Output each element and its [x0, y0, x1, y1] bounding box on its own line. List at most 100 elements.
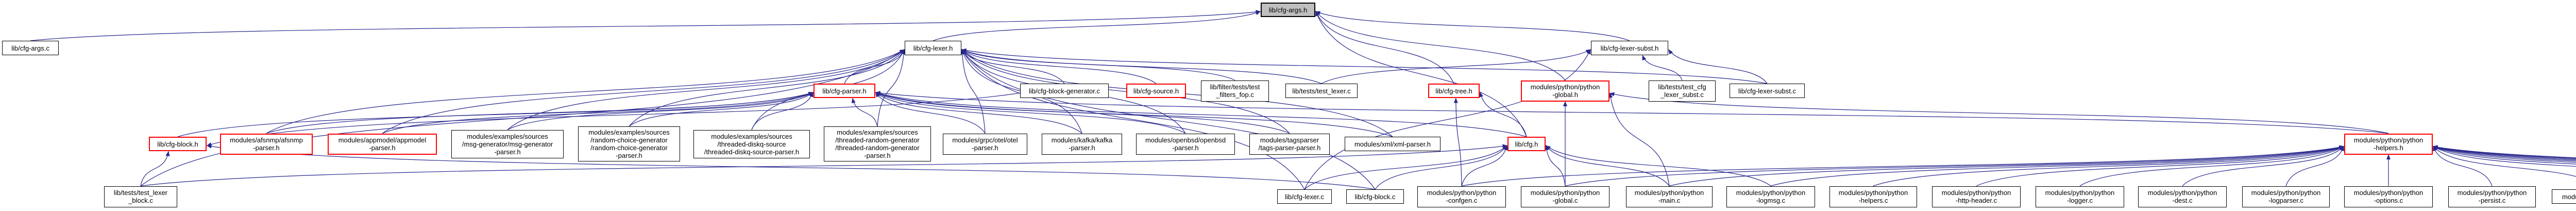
- include-edge-cfgblock_c-to-block_h: [206, 144, 1376, 190]
- include-edge-otel-to-parser_h: [875, 92, 986, 134]
- graph-node-dest_c[interactable]: modules/python/python-dest.c: [2138, 186, 2227, 207]
- node-label-line: modules/tagsparser: [1260, 136, 1319, 144]
- graph-node-global_c[interactable]: modules/python/python-global.c: [1521, 186, 1609, 207]
- graph-node-kafka[interactable]: modules/kafka/kafka-parser.h: [1042, 133, 1122, 155]
- graph-node-randomchoice[interactable]: modules/examples/sources/random-choice-g…: [578, 126, 680, 161]
- node-label-line: /threaded-diskq-source-parser.h: [704, 148, 800, 156]
- include-edge-helpers_h-to-global_h: [1609, 92, 2389, 134]
- include-edge-persist_c-to-helpers_h: [2432, 145, 2493, 186]
- include-edge-main_c-to-cfg_h: [1546, 145, 1670, 186]
- graph-node-block_h[interactable]: lib/cfg-block.h: [149, 137, 207, 151]
- node-label-line: -parser.h: [972, 144, 998, 152]
- graph-node-thrrandom[interactable]: modules/examples/sources/threaded-random…: [824, 126, 931, 161]
- node-label-line: /random-choice-generator: [590, 144, 668, 152]
- include-edge-debugger_c-to-helpers_h: [2432, 145, 2576, 160]
- node-label-line: lib/cfg-args.h: [1268, 6, 1308, 14]
- node-label-line: modules/examples/sources: [711, 132, 792, 140]
- node-label-line: -parser.h: [494, 148, 521, 156]
- graph-node-main_c[interactable]: modules/python/python-main.c: [1626, 186, 1713, 207]
- node-label-line: lib/filter/tests/test: [1210, 83, 1260, 91]
- graph-node-msggen[interactable]: modules/examples/sources/msg-generator/m…: [451, 129, 564, 158]
- graph-node-openbsd[interactable]: modules/openbsd/openbsd-parser.h: [1136, 133, 1235, 155]
- node-label-line: /tags-parser-parser.h: [1258, 144, 1321, 152]
- node-label-line: -parser.h: [253, 144, 280, 152]
- node-label-line: modules/xml/xml-parser.h: [1354, 140, 1431, 148]
- node-label-line: lib/cfg-parser.h: [822, 87, 867, 95]
- graph-node-persist_c[interactable]: modules/python/python-persist.c: [2448, 186, 2536, 207]
- graph-node-args_h[interactable]: lib/cfg-args.h: [1261, 3, 1315, 17]
- graph-node-testlexerblock_c[interactable]: lib/tests/test_lexer_block.c: [104, 186, 177, 207]
- graph-node-fop_c[interactable]: lib/filter/tests/test_filters_fop.c: [1201, 80, 1269, 102]
- graph-node-options_c[interactable]: modules/python/python-options.c: [2344, 186, 2433, 207]
- node-label-line: modules/appmodel/appmodel: [338, 136, 427, 144]
- node-label-line: -parser.h: [864, 152, 891, 159]
- node-label-line: -parser.h: [616, 152, 642, 159]
- graph-node-tagsparser[interactable]: modules/tagsparser/tags-parser-parser.h: [1249, 133, 1330, 155]
- graph-node-cfgblock_c[interactable]: lib/cfg-block.c: [1346, 189, 1404, 204]
- graph-node-global_h[interactable]: modules/python/python-global.h: [1521, 80, 1609, 102]
- include-edge-logparser_c-to-helpers_h: [2285, 145, 2345, 186]
- graph-node-logmsg_c[interactable]: modules/python/python-logmsg.c: [1726, 186, 1815, 207]
- graph-node-confgen_c[interactable]: modules/python/python-confgen.c: [1417, 186, 1506, 207]
- graph-node-tree_h[interactable]: lib/cfg-tree.h: [1428, 84, 1480, 98]
- graph-node-otel[interactable]: modules/grpc/otel/otel-parser.h: [943, 133, 1027, 155]
- include-edge-testlexerblock_c-to-cfg_h: [140, 144, 1508, 187]
- include-edge-httpheader_c-to-helpers_h: [1976, 146, 2345, 187]
- graph-node-xml[interactable]: modules/xml/xml-parser.h: [1345, 137, 1440, 151]
- include-edge-acktracker_c-to-helpers_h: [2432, 145, 2576, 161]
- graph-node-helpers_h[interactable]: modules/python/python-helpers.h: [2344, 133, 2433, 155]
- node-label-line: -dest.c: [2172, 197, 2193, 204]
- include-edge-testlexerblock_c-to-block_h: [140, 151, 170, 186]
- include-edge-msggen-to-lexer_h: [507, 49, 905, 130]
- graph-node-cfglexer_c[interactable]: lib/cfg-lexer.c: [1277, 189, 1332, 204]
- include-edge-compat_c-to-helpers_h: [2432, 146, 2576, 165]
- node-label-line: modules/examples/sources: [588, 128, 670, 136]
- node-label-line: -parser.h: [1069, 144, 1095, 152]
- include-edge-testlexer_c-to-lexer_h: [961, 49, 1322, 84]
- graph-node-lexer_h[interactable]: lib/cfg-lexer.h: [905, 41, 961, 55]
- graph-node-testsubst_c[interactable]: lib/tests/test_cfg_lexer_subst.c: [1649, 80, 1716, 102]
- include-edge-otel-to-lexer_h: [960, 48, 986, 134]
- graph-node-blockgen_c[interactable]: lib/cfg-block-generator.c: [1020, 84, 1109, 98]
- graph-node-lexer_subst_h[interactable]: lib/cfg-lexer-subst.h: [1591, 41, 1668, 55]
- graph-node-appmodel[interactable]: modules/appmodel/appmodel-parser.h: [328, 133, 437, 155]
- include-edge-logmsg_c-to-helpers_h: [1770, 145, 2345, 187]
- include-edge-testsubst_c-to-lexer_subst_h: [1642, 55, 1683, 80]
- include-edge-testlexer_c-to-lexer_subst_h: [1321, 49, 1591, 84]
- graph-node-cfg_h[interactable]: lib/cfg.h: [1507, 137, 1546, 151]
- node-label-line: -helpers.c: [1858, 197, 1888, 204]
- graph-node-testlexer_c[interactable]: lib/tests/test_lexer.c: [1285, 84, 1358, 98]
- graph-node-args_c[interactable]: lib/cfg-args.c: [2, 41, 59, 55]
- include-edge-logmsg_c-to-cfg_h: [1545, 145, 1771, 186]
- include-edge-fetcher_c-to-helpers_h: [2432, 145, 2576, 158]
- node-label-line: lib/cfg-block-generator.c: [1028, 87, 1100, 95]
- node-label-line: lib/cfg-lexer.c: [1285, 192, 1324, 201]
- node-label-line: modules/grpc/otel/otel: [952, 136, 1018, 144]
- graph-node-parser_h[interactable]: lib/cfg-parser.h: [814, 84, 875, 98]
- node-label-line: modules/python/python: [2251, 189, 2321, 197]
- include-edge-testlexerblock_c-to-lexer_h: [140, 49, 905, 186]
- include-edge-lexer_subst_h-to-args_h: [1315, 11, 1630, 41]
- graph-node-logger_c[interactable]: modules/python/python-logger.c: [2036, 186, 2124, 207]
- graph-node-httpheader_c[interactable]: modules/python/python-http-header.c: [1932, 186, 2021, 207]
- include-edge-confgen_c-to-helpers_h: [1461, 145, 2345, 187]
- include-edge-confgen_c-to-cfg_h: [1461, 144, 1508, 186]
- graph-node-thrdiskq[interactable]: modules/examples/sources/threaded-diskq-…: [693, 129, 810, 158]
- graph-node-afsnmp[interactable]: modules/afsnmp/afsnmp-parser.h: [220, 133, 313, 155]
- graph-node-tf_c[interactable]: modules/python/python-tf.c: [2552, 189, 2576, 204]
- graph-node-source_h[interactable]: lib/cfg-source.h: [1126, 84, 1186, 98]
- node-label-line: modules/examples/sources: [467, 132, 548, 140]
- include-edge-global_h-to-args_h: [1315, 11, 1566, 80]
- include-edge-appmodel-to-parser_h: [382, 92, 814, 134]
- node-label-line: modules/kafka/kafka: [1051, 136, 1113, 144]
- node-label-line: -global.c: [1552, 197, 1578, 204]
- graph-node-subst_c[interactable]: lib/cfg-lexer-subst.c: [1730, 84, 1805, 98]
- graph-node-helpers_c[interactable]: modules/python/python-helpers.c: [1829, 186, 1917, 207]
- node-label-line: -options.c: [2374, 197, 2403, 204]
- graph-node-logparser_c[interactable]: modules/python/python-logparser.c: [2242, 186, 2330, 207]
- include-edge-randomchoice-to-parser_h: [629, 92, 814, 127]
- node-label-line: modules/python/python: [2457, 189, 2527, 197]
- include-edge-cfglexer_c-to-lexer_h: [961, 49, 1305, 190]
